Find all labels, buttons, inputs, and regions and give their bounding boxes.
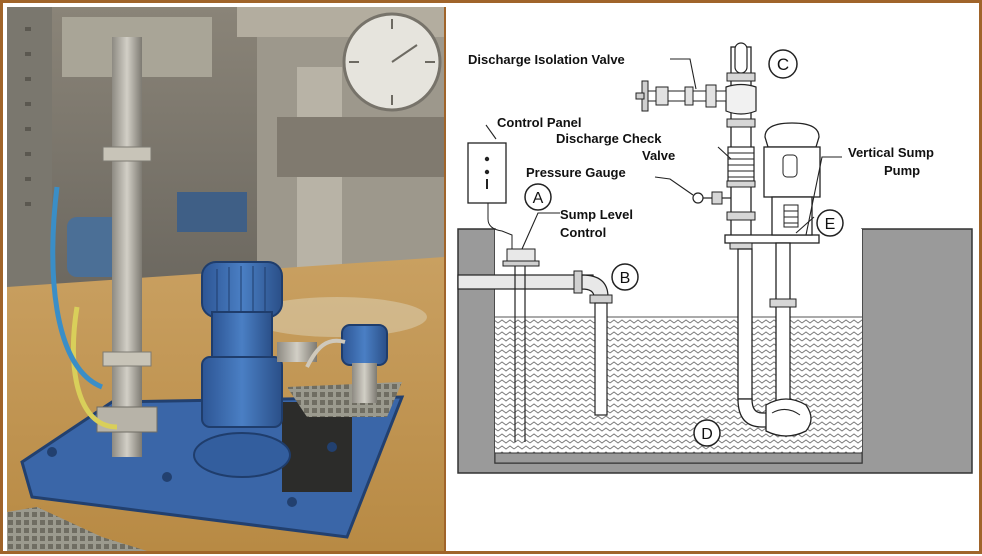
pump-body xyxy=(201,356,283,428)
label-discharge-check-valve: Discharge Check xyxy=(556,131,662,146)
check-valve-body xyxy=(727,146,755,182)
yellow-cable xyxy=(70,306,118,430)
sump-pump-schematic: C A B E D Discharge Isolation Valve Co xyxy=(457,42,973,474)
pump-bearing-housing xyxy=(211,311,273,363)
motor-fins xyxy=(216,266,266,313)
label-control-panel: Control Panel xyxy=(497,115,582,130)
pit-floor xyxy=(494,452,863,464)
grate-rear xyxy=(287,382,402,417)
pump-discharge-nozzle xyxy=(277,342,317,362)
svg-text:C: C xyxy=(777,55,789,74)
svg-text:E: E xyxy=(825,216,836,233)
handwheel-knob xyxy=(635,92,645,100)
rack-holes xyxy=(25,27,31,206)
pipe-flange xyxy=(102,146,152,162)
photo-panel xyxy=(7,7,446,551)
tank-band xyxy=(277,117,444,177)
pump-motor-icon xyxy=(201,261,283,318)
valve-bonnet xyxy=(684,86,694,106)
discharge-outlet xyxy=(734,42,748,74)
gauge-valve xyxy=(711,191,723,205)
plate-flange xyxy=(729,242,753,250)
left-rack xyxy=(7,7,52,337)
second-pump-shaft xyxy=(352,363,377,403)
isolation-valve-body xyxy=(725,83,757,115)
valve-bonnet xyxy=(705,84,717,108)
second-pump-motor-icon xyxy=(341,324,388,366)
conduit xyxy=(305,338,346,368)
coupling-lines xyxy=(784,210,798,224)
motor-nameplate xyxy=(782,154,798,178)
label-sump-level-control: Sump Level xyxy=(560,207,633,222)
sump-water xyxy=(495,317,862,463)
column-pipe xyxy=(112,37,142,457)
blue-cable xyxy=(50,186,104,390)
panel-indicator-icon xyxy=(484,156,490,162)
leader-lines xyxy=(485,58,842,250)
panel-indicator-icon xyxy=(484,169,490,175)
column-flange xyxy=(769,298,797,308)
pipe-base xyxy=(96,406,158,433)
label-sump-level-control-line2: Control xyxy=(560,225,606,240)
gauge-ticks xyxy=(349,19,435,105)
pipe-flange xyxy=(726,211,756,221)
control-wire xyxy=(487,203,513,249)
inlet-elbow-flange xyxy=(589,294,613,304)
callout-d: D xyxy=(693,419,721,447)
pump-motor-cap xyxy=(764,122,820,148)
callout-a: A xyxy=(524,183,552,211)
pump-volute-icon xyxy=(765,398,812,437)
check-valve-ribs xyxy=(728,152,754,178)
diagram-panel: C A B E D Discharge Isolation Valve Co xyxy=(450,7,980,551)
svg-text:A: A xyxy=(533,190,544,207)
pump-discharge-column xyxy=(737,248,753,400)
callout-c: C xyxy=(768,49,798,79)
svg-text:B: B xyxy=(620,270,631,287)
label-vertical-sump-pump-line2: Pump xyxy=(884,163,920,178)
level-control-head xyxy=(506,248,536,262)
plate-bolts xyxy=(47,442,337,507)
pipe-flange xyxy=(726,118,756,128)
volute-detail xyxy=(771,409,801,416)
svg-text:D: D xyxy=(701,426,713,443)
floor-grate xyxy=(7,507,147,551)
pipe-flange xyxy=(102,351,152,367)
pump-foot xyxy=(193,432,291,478)
callout-b: B xyxy=(611,263,639,291)
background-pipe-fitting xyxy=(177,192,247,232)
callout-e: E xyxy=(816,209,844,237)
pressure-gauge-icon xyxy=(692,192,704,204)
level-control-plate xyxy=(502,260,540,267)
valve-bonnet xyxy=(655,86,669,106)
label-pressure-gauge: Pressure Gauge xyxy=(526,165,626,180)
pump-shaft-column xyxy=(775,242,791,404)
label-discharge-isolation-valve: Discharge Isolation Valve xyxy=(468,52,625,67)
label-vertical-sump-pump: Vertical Sump xyxy=(848,145,934,160)
inlet-downpipe xyxy=(594,302,608,416)
label-discharge-check-valve-line2: Valve xyxy=(642,148,675,163)
pump-mounting-plate xyxy=(724,234,820,244)
sump-pump-photo xyxy=(7,7,444,551)
pipe-flange xyxy=(726,180,756,188)
inlet-flange xyxy=(573,270,583,294)
coupling-window xyxy=(783,204,799,228)
pipe-flange xyxy=(726,72,756,82)
